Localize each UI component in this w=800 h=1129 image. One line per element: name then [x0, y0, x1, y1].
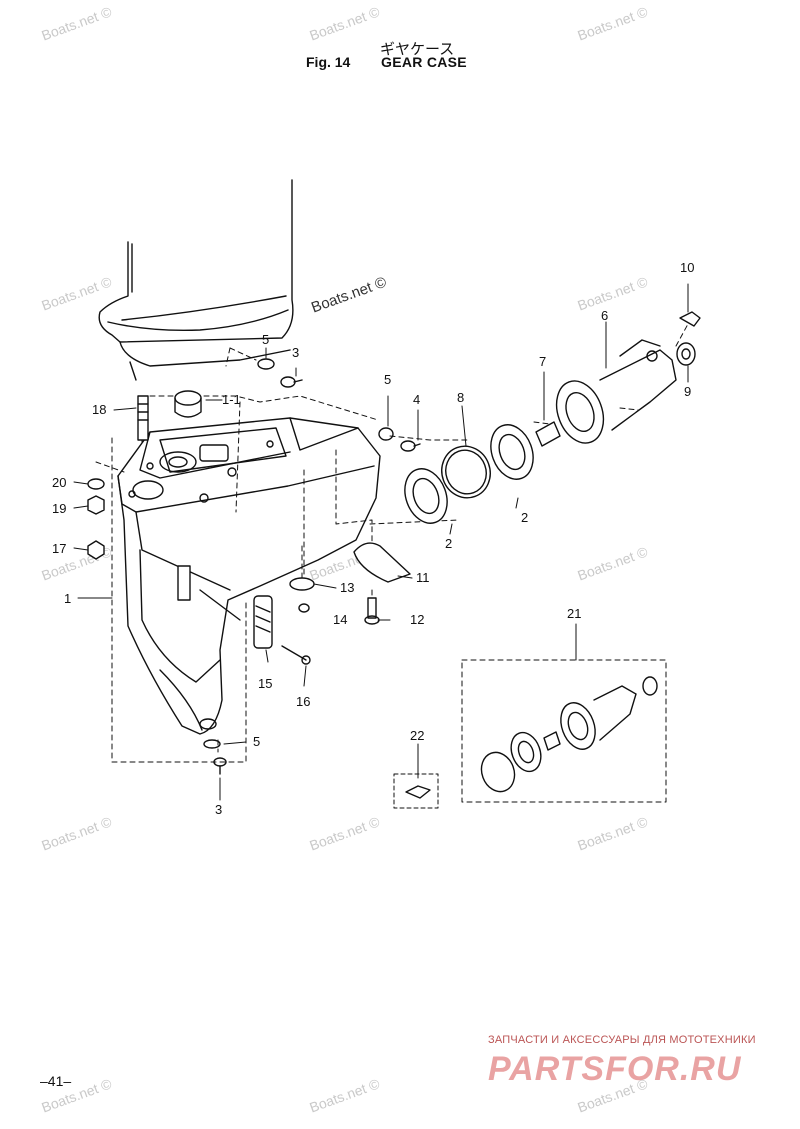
callout-14: 14 — [333, 612, 347, 627]
figure-number: Fig. 14 — [306, 54, 351, 70]
callout-11: 11 — [416, 570, 430, 585]
callout-15: 15 — [258, 676, 272, 691]
callout-20: 20 — [52, 475, 66, 490]
callout-9: 9 — [684, 384, 691, 399]
callout-22: 22 — [410, 728, 424, 743]
kit-21-boundary — [461, 659, 667, 803]
callout-2a: 2 — [445, 536, 452, 551]
callout-8: 8 — [457, 390, 464, 405]
callout-1-1: 1-1 — [222, 392, 241, 407]
callout-6: 6 — [601, 308, 608, 323]
callout-10: 10 — [680, 260, 694, 275]
callout-5b: 5 — [384, 372, 391, 387]
callout-21: 21 — [567, 606, 581, 621]
assembly-guide-lines — [95, 323, 689, 763]
callout-16: 16 — [296, 694, 310, 709]
callout-17: 17 — [52, 541, 66, 556]
callout-18: 18 — [92, 402, 106, 417]
callout-7: 7 — [539, 354, 546, 369]
leader-lines — [73, 283, 689, 801]
page-number: –41– — [40, 1073, 72, 1089]
gear-case-housing-drawing — [117, 417, 381, 735]
small-parts-drawing — [87, 311, 701, 799]
callout-2b: 2 — [521, 510, 528, 525]
callout-3a: 3 — [292, 345, 299, 360]
kit-21-drawing — [480, 676, 658, 793]
callout-19: 19 — [52, 501, 66, 516]
callout-3b: 3 — [215, 802, 222, 817]
brand-logo-text: PARTSFOR.RU — [488, 1050, 742, 1088]
callout-4: 4 — [413, 392, 420, 407]
callout-5c: 5 — [253, 734, 260, 749]
kit-22-boundary — [393, 773, 439, 809]
callout-12: 12 — [410, 612, 424, 627]
callout-1: 1 — [64, 591, 71, 606]
figure-title: GEAR CASE — [381, 54, 467, 70]
upper-casing-drawing — [98, 179, 294, 381]
callout-5a: 5 — [262, 332, 269, 347]
title-japanese: ギヤケース — [380, 41, 455, 58]
callout-13: 13 — [340, 580, 354, 595]
brand-tagline: ЗАПЧАСТИ И АКСЕССУАРЫ ДЛЯ МОТОТЕХНИКИ — [488, 1034, 756, 1046]
